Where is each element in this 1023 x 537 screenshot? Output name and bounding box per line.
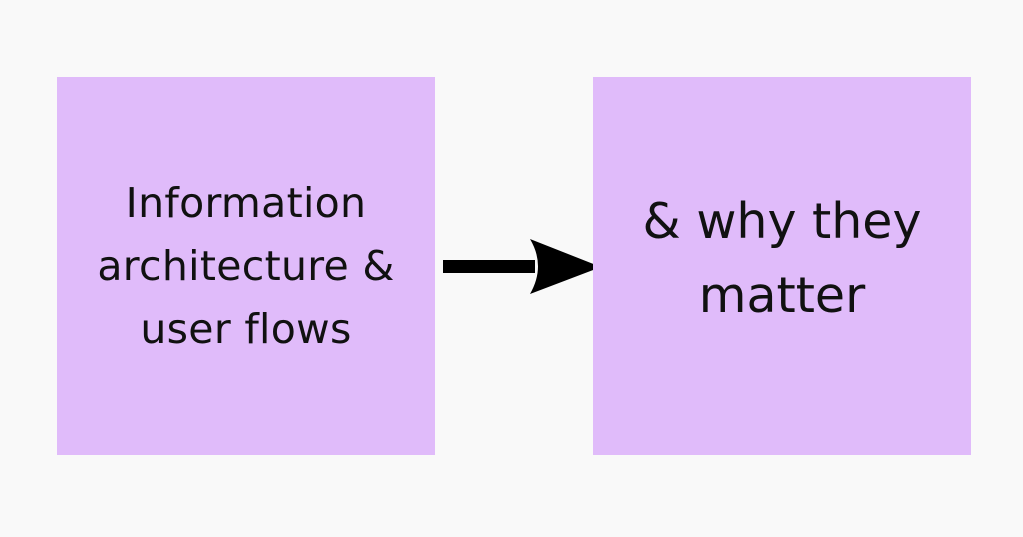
- arrow-shaft: [443, 260, 535, 273]
- node-label: & why they matter: [643, 185, 922, 333]
- arrow-connector: [443, 239, 601, 294]
- label-line: matter: [698, 267, 866, 324]
- arrow-head-icon: [530, 239, 601, 294]
- label-line: & why they: [642, 193, 922, 250]
- label-line: Information: [125, 178, 367, 227]
- node-why-they-matter: & why they matter: [593, 77, 971, 455]
- label-line: architecture &: [97, 241, 395, 290]
- node-label: Information architecture & user flows: [97, 172, 394, 361]
- label-line: user flows: [140, 304, 352, 353]
- node-information-architecture: Information architecture & user flows: [57, 77, 435, 455]
